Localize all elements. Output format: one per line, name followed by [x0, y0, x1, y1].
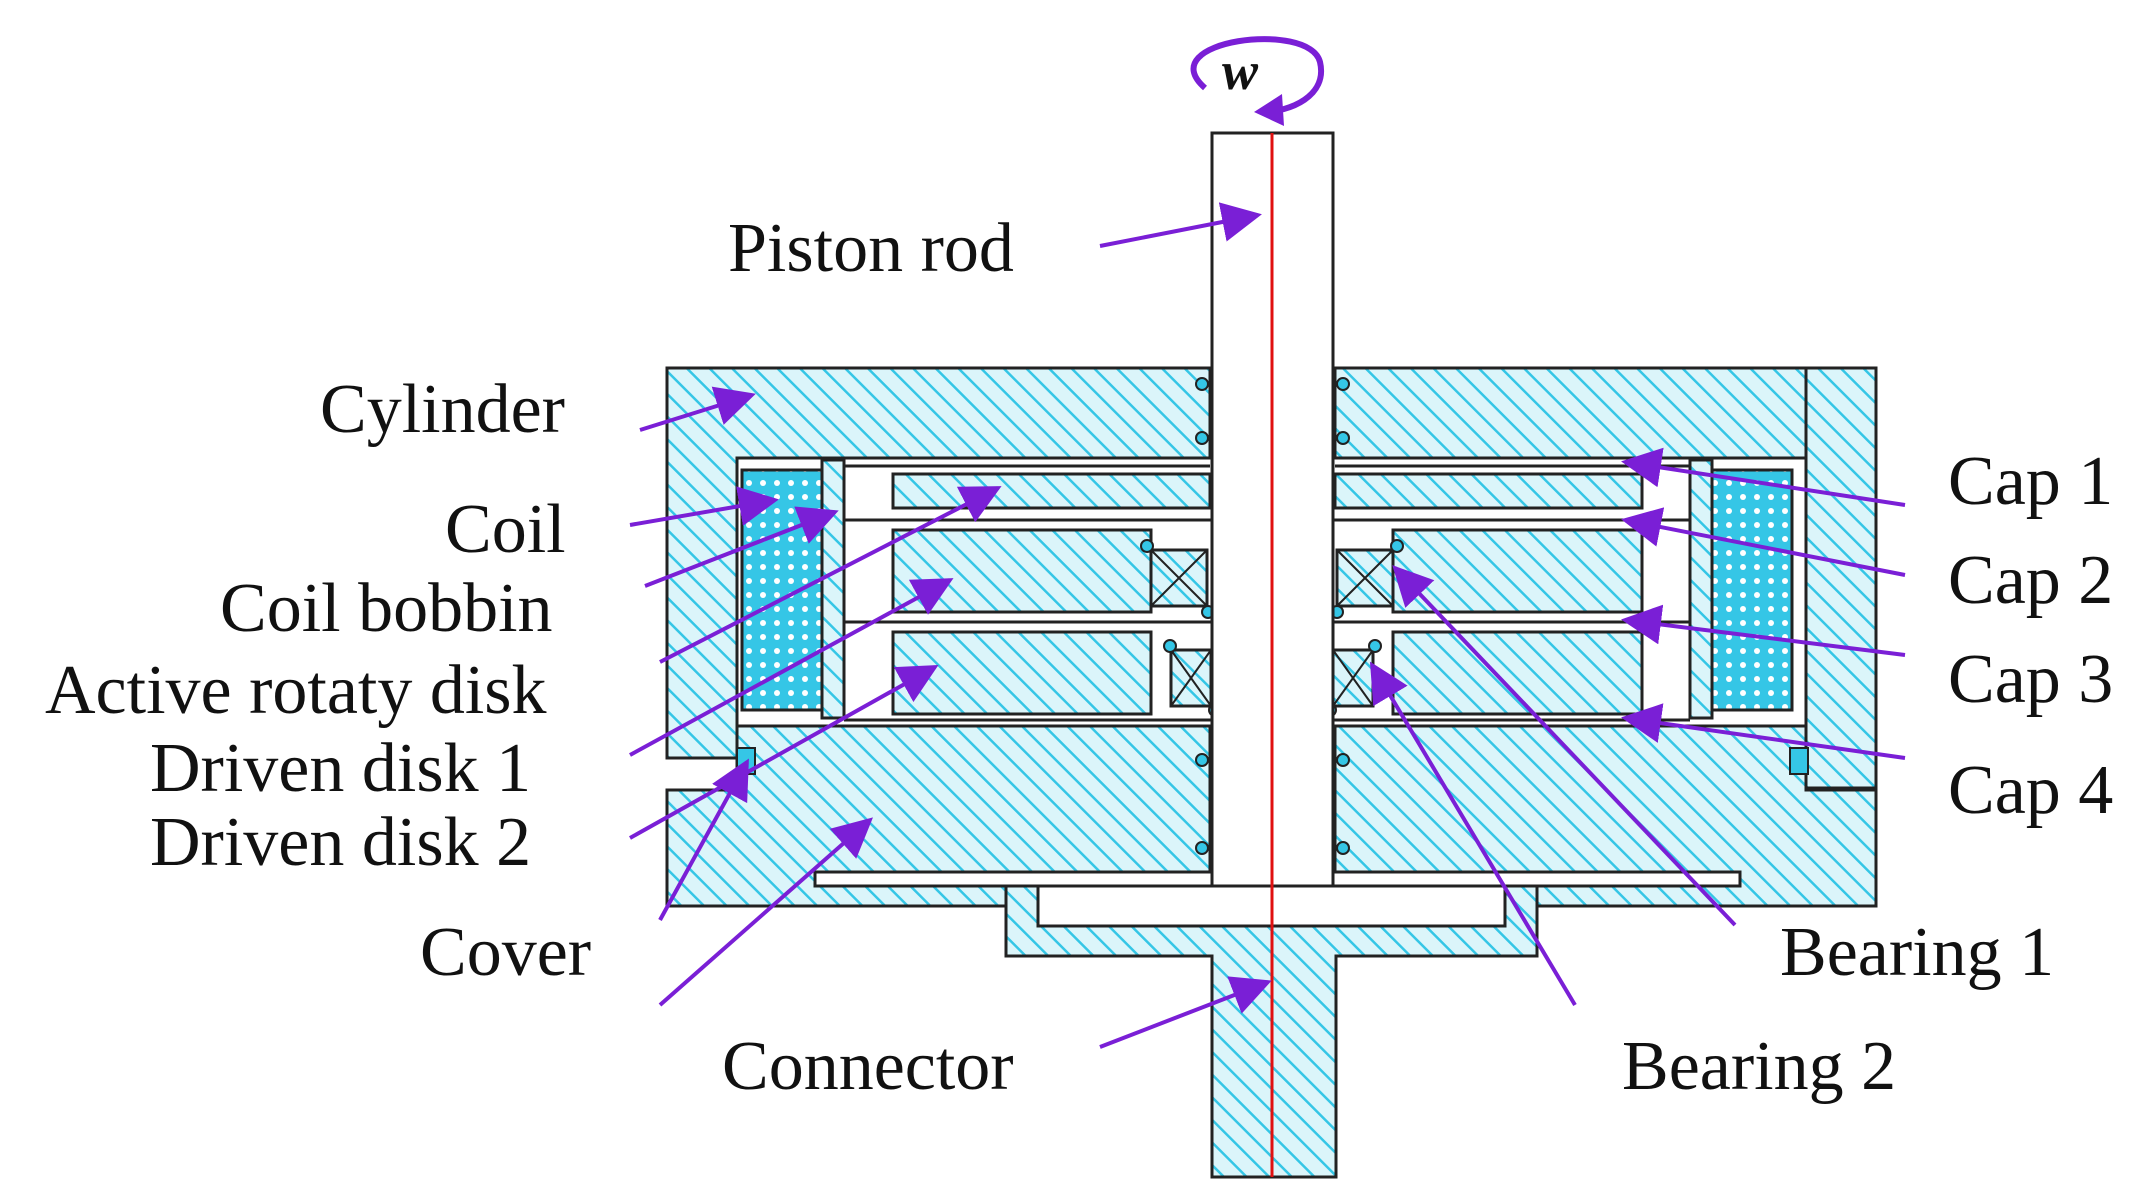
bearing-2-right	[1331, 648, 1375, 708]
label-bearing-2: Bearing 2	[1622, 1028, 1897, 1105]
label-cover: Cover	[420, 914, 592, 991]
driven-disk-2-left	[891, 630, 1153, 716]
label-coil-bobbin: Coil bobbin	[220, 570, 553, 647]
bearing-1-left	[1149, 548, 1209, 608]
rotation-arrow-icon	[1190, 36, 1325, 115]
label-piston-rod: Piston rod	[728, 210, 1014, 287]
label-driven-disk-2: Driven disk 2	[150, 804, 532, 881]
label-connector: Connector	[722, 1028, 1014, 1105]
label-bearing-1: Bearing 1	[1780, 914, 2055, 991]
label-active-disk: Active rotaty disk	[45, 652, 547, 729]
label-cap-4: Cap 4	[1948, 752, 2114, 829]
active-disk-right	[1333, 472, 1644, 510]
label-coil: Coil	[445, 491, 566, 568]
active-disk-left	[891, 472, 1212, 510]
driven-disk-1-right	[1391, 528, 1644, 614]
driven-disk-2-right	[1391, 630, 1644, 716]
bearing-1-right	[1335, 548, 1395, 608]
label-cap-2: Cap 2	[1948, 542, 2114, 619]
bobbin-left	[820, 458, 846, 720]
driven-disk-1-left	[891, 528, 1153, 614]
cylinder-top-right	[1333, 366, 1808, 460]
bearing-2-left	[1169, 648, 1213, 708]
label-driven-disk-1: Driven disk 1	[150, 730, 532, 807]
bobbin-right	[1688, 458, 1714, 720]
label-cap-1: Cap 1	[1948, 443, 2114, 520]
coil-right	[1710, 468, 1794, 712]
leader-lines	[629, 202, 1906, 1049]
label-cap-3: Cap 3	[1948, 641, 2114, 718]
angular-velocity-symbol: w	[1222, 41, 1259, 101]
label-cylinder: Cylinder	[320, 371, 565, 448]
